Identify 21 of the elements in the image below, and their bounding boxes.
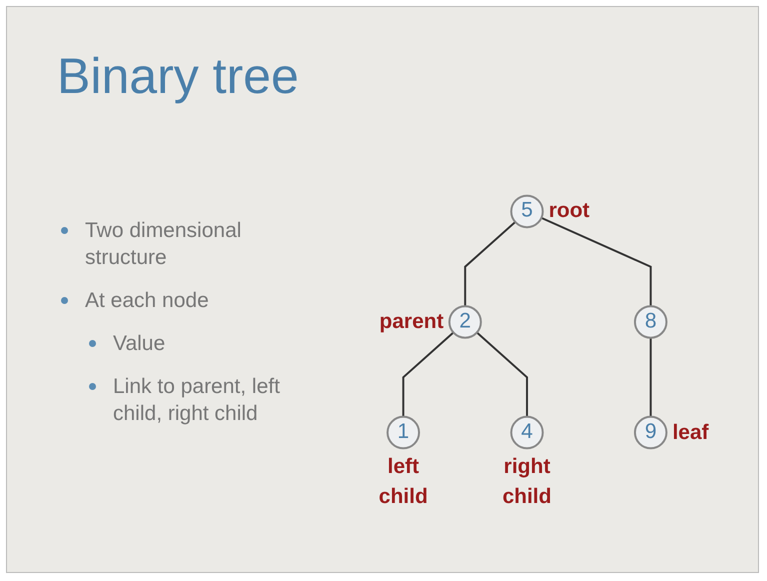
- node-caption: right child: [501, 454, 552, 510]
- tree-node: 4: [510, 416, 544, 450]
- tree-node: 2: [448, 305, 482, 339]
- tree-edge: [464, 221, 516, 306]
- node-caption: left child: [378, 454, 429, 510]
- tree-node: 1: [386, 416, 420, 450]
- tree-node: 9: [634, 416, 668, 450]
- tree-node: 8: [634, 305, 668, 339]
- bullet-text: Link to parent, left child, right child: [113, 375, 280, 425]
- tree-edge: [540, 216, 652, 306]
- node-caption: parent: [379, 309, 444, 335]
- bullet-text: Two dimensional structure: [85, 219, 242, 269]
- tree-edge: [650, 338, 652, 417]
- node-caption: root: [548, 198, 590, 224]
- tree-edge: [476, 332, 528, 417]
- bullet-text: Value: [113, 332, 166, 355]
- node-caption: leaf: [672, 420, 709, 446]
- tree-edge: [402, 332, 454, 417]
- bullet-text: At each node: [85, 289, 209, 312]
- tree-node: 5: [510, 194, 544, 228]
- slide-title: Binary tree: [57, 47, 299, 105]
